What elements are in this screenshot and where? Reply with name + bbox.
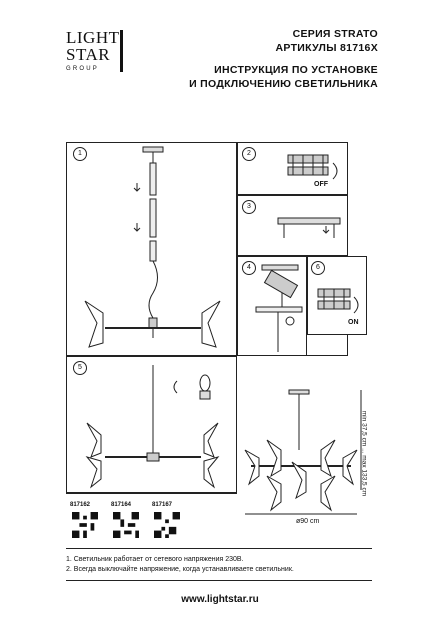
off-label: OFF <box>314 181 328 188</box>
brand-logo: LIGHT STAR GROUP <box>66 28 132 102</box>
step-1-panel: 1 <box>66 142 237 356</box>
step-6-number: 6 <box>311 261 325 275</box>
brand-line1: LIGHT <box>66 28 120 47</box>
step-3-panel: 3 <box>237 195 348 256</box>
article-817167: 817167 <box>152 502 173 508</box>
qr-code-817167[interactable] <box>154 512 180 538</box>
height-dimension-label: min 37,5 cm ... max 133,5 cm <box>360 410 368 497</box>
notes: 1. Светильник работает от сетевого напря… <box>66 555 294 575</box>
qr-code-817162[interactable] <box>72 512 98 538</box>
instruction-title-2: И ПОДКЛЮЧЕНИЮ СВЕТИЛЬНИКА <box>189 78 378 90</box>
step-1-illustration <box>84 146 221 348</box>
article-817162: 817162 <box>70 502 91 508</box>
step-6-box: 6 ON <box>307 256 367 335</box>
step-2-panel: 2 OFF <box>237 142 348 195</box>
dimension-drawing <box>244 389 362 515</box>
step-4-number: 4 <box>242 261 256 275</box>
website-link[interactable]: www.lightstar.ru <box>181 594 259 605</box>
step-2-number: 2 <box>242 147 256 161</box>
step-1-number: 1 <box>73 147 87 161</box>
step-6-illustration <box>317 288 359 314</box>
note-1: 1. Светильник работает от сетевого напря… <box>66 556 244 563</box>
qr-code-817164[interactable] <box>113 512 139 538</box>
divider-articles <box>66 493 237 494</box>
note-2: 2. Всегда выключайте напряжение, когда у… <box>66 566 294 573</box>
step-4-panel: 4 <box>237 256 307 356</box>
article-817164: 817164 <box>111 502 132 508</box>
brand-bar <box>120 30 123 72</box>
divider-footer <box>66 580 372 581</box>
step-2-illustration <box>287 154 338 180</box>
on-label: ON <box>348 319 359 326</box>
brand-line2: STAR <box>66 45 111 64</box>
height-dimension: min 37,5 cm ... max 133,5 cm <box>360 398 370 510</box>
step-4-illustration <box>255 264 303 352</box>
step-3-number: 3 <box>242 200 256 214</box>
series-title: СЕРИЯ STRATO <box>292 28 378 40</box>
step-5-number: 5 <box>73 361 87 375</box>
diameter-label: ø90 cm <box>296 518 320 525</box>
step-5-illustration <box>85 365 220 489</box>
articles-title: АРТИКУЛЫ 81716X <box>275 42 378 54</box>
step-5-panel: 5 <box>66 356 237 493</box>
divider-notes <box>66 548 372 549</box>
step-3-illustration <box>277 217 341 238</box>
instruction-title-1: ИНСТРУКЦИЯ ПО УСТАНОВКЕ <box>214 64 378 76</box>
brand-line3: GROUP <box>66 66 100 72</box>
